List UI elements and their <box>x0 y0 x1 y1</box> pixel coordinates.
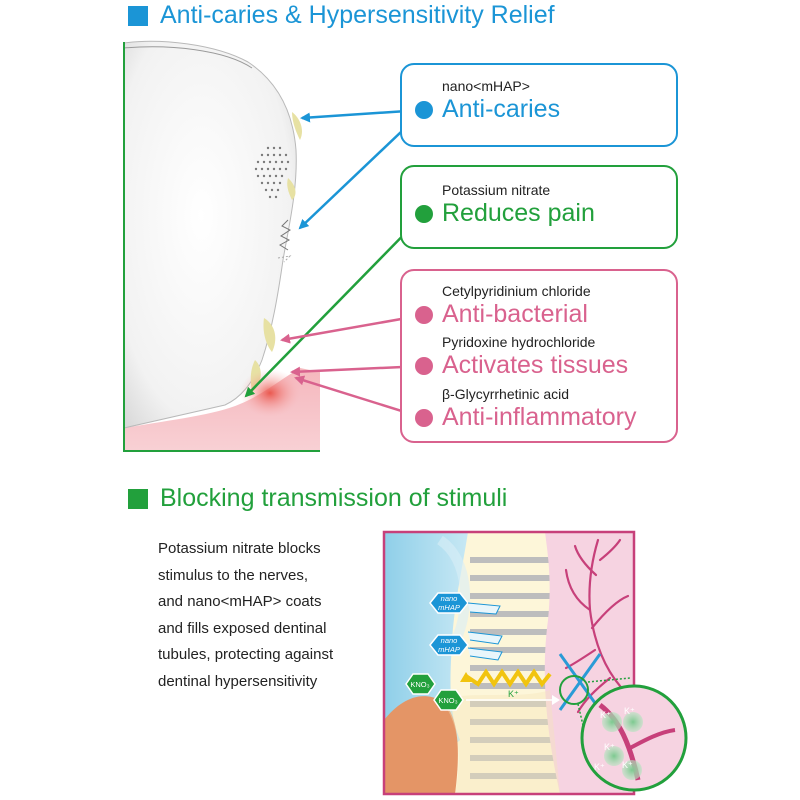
k-ion-label: K⁺ <box>604 742 615 752</box>
description-line: tubules, protecting against <box>158 646 334 663</box>
callout-anti-caries <box>400 63 678 147</box>
description-line: and fills exposed dentinal <box>158 619 327 637</box>
callout-pink-effects <box>400 269 678 443</box>
effect-label: Anti-caries <box>442 95 561 123</box>
mhap-label: mHAP <box>438 645 460 654</box>
crack <box>279 219 291 251</box>
tooth-crown <box>123 40 297 429</box>
description-line: dentinal hypersensitivity <box>158 672 318 690</box>
inflammation-glow <box>240 369 300 417</box>
nano-mhap-hexagon: nano mHAP <box>429 634 469 656</box>
nano-mhap-hexagon: nano mHAP <box>429 592 469 614</box>
ingredient-label: β-Glycyrrhetinic acid <box>442 386 570 402</box>
k-ion-label: K⁺ <box>624 706 635 716</box>
callout-reduces-pain <box>400 165 678 249</box>
description-line: stimulus to the nerves, <box>158 566 309 584</box>
section-title-relief: Anti-caries & Hypersensitivity Relief <box>128 1 555 30</box>
section-title-blocking: Blocking transmission of stimuli <box>128 484 507 513</box>
kno3-label: KNO₃ <box>410 680 429 689</box>
k-ion-label: K⁺ <box>622 760 633 770</box>
effect-label: Anti-bacterial <box>442 300 588 328</box>
kno3-hexagon: KNO₃ <box>405 673 436 695</box>
plaque <box>292 112 303 140</box>
arrow-reduces-pain <box>244 213 425 398</box>
description-line: and nano<mHAP> coats <box>158 593 322 610</box>
description-line: Potassium nitrate blocks <box>158 540 321 557</box>
ingredient-label: nano<mHAP> <box>442 78 530 94</box>
green-square-icon <box>128 488 148 509</box>
description-paragraph: Potassium nitrate blocks stimulus to the… <box>158 536 378 695</box>
effect-label: Activates tissues <box>442 351 629 379</box>
blue-square-icon <box>128 5 148 26</box>
effect-label: Reduces pain <box>442 199 595 227</box>
k-ion-label: K⁺ <box>600 710 611 720</box>
ingredient-label: Pyridoxine hydrochloride <box>442 334 596 350</box>
k-ion-label: K⁺ <box>594 762 605 772</box>
kno3-label: KNO₃ <box>438 696 457 705</box>
mhap-label: mHAP <box>438 603 460 612</box>
ingredient-label: Potassium nitrate <box>442 182 551 198</box>
nano-label: nano <box>441 594 458 603</box>
k-ion-label: K⁺ <box>508 689 519 699</box>
stimulus-zigzag <box>464 668 552 688</box>
blocked-cross-icon <box>558 653 602 711</box>
section-title-text: Anti-caries & Hypersensitivity Relief <box>160 1 555 29</box>
dotted-patch <box>254 146 290 199</box>
nano-label: nano <box>441 636 458 645</box>
kno3-hexagon: KNO₃ <box>433 689 464 711</box>
ingredient-label: Cetylpyridinium chloride <box>442 283 591 299</box>
section-title-text: Blocking transmission of stimuli <box>160 484 508 512</box>
zoom-circle: K⁺ K⁺ K⁺ K⁺ K⁺ <box>580 684 688 792</box>
effect-label: Anti-inflammatory <box>442 403 637 431</box>
